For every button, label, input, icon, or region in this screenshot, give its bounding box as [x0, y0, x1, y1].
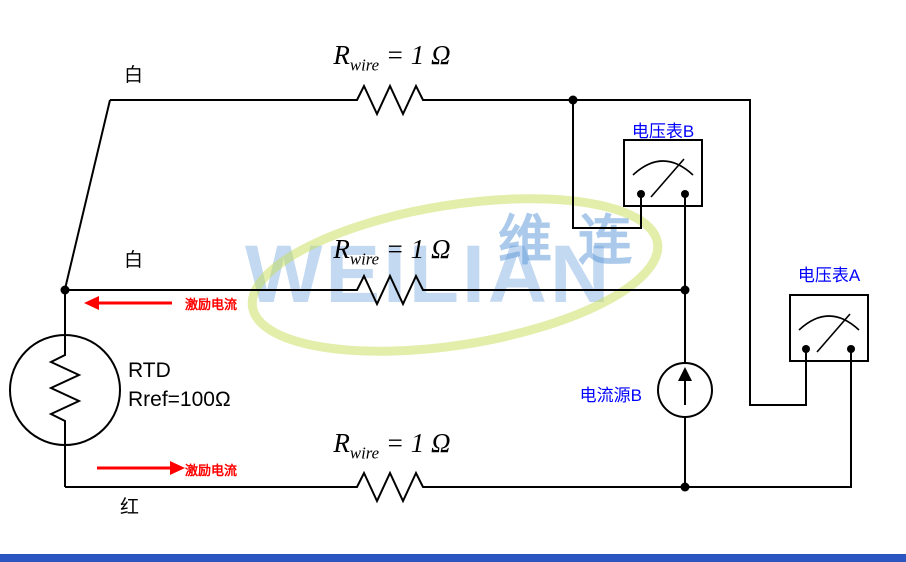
resistor-label-middle: Rwire = 1 Ω	[292, 234, 492, 269]
rtd-symbol	[9, 290, 121, 487]
resistor-subscript: wire	[349, 249, 380, 269]
voltmeter-a-box	[789, 294, 869, 362]
voltmeter-b-label: 电压表B	[631, 122, 695, 141]
voltmeter-a-scale-arc	[798, 315, 860, 331]
junction-dot-left	[60, 285, 70, 295]
current-source-circle	[657, 362, 713, 418]
excitation-current-label-bottom: 激励电流	[185, 463, 238, 478]
resistor-symbol: R	[333, 234, 350, 264]
voltmeter-b-box	[623, 139, 703, 207]
wire-bottom-with-resistor	[65, 352, 852, 504]
resistor-subscript: wire	[349, 55, 380, 75]
resistor-symbol: R	[333, 40, 350, 70]
junction-dot-top	[568, 95, 578, 105]
wire-label-top: 白	[124, 65, 144, 86]
voltmeter-b-symbol	[623, 139, 703, 207]
watermark-swoosh	[247, 194, 663, 356]
excitation-arrow-bottom-head	[170, 461, 185, 475]
bottom-border-bar	[0, 554, 906, 562]
voltmeter-b-scale-arc	[632, 160, 694, 176]
wire-middle-with-resistor	[65, 273, 685, 307]
excitation-arrows	[84, 296, 185, 475]
rtd-value: Rref=100Ω	[128, 388, 231, 412]
wire-label-middle: 白	[124, 250, 144, 271]
rtd-name: RTD	[128, 359, 171, 382]
junction-dot-bottom	[680, 482, 690, 492]
wire-label-bottom: 红	[120, 497, 140, 518]
resistor-symbol: R	[333, 428, 350, 458]
wire-top-with-resistor	[110, 83, 807, 406]
voltmeter-a-symbol	[789, 294, 869, 362]
resistor-label-bottom: Rwire = 1 Ω	[292, 428, 492, 463]
current-source-arrow-head	[678, 367, 692, 381]
resistor-label-top: Rwire = 1 Ω	[292, 40, 492, 75]
voltmeter-b-terminal-right	[681, 190, 689, 198]
current-source-b-label: 电流源B	[579, 386, 642, 405]
excitation-arrow-middle-head	[84, 296, 99, 310]
voltmeter-a-terminal-left	[802, 345, 810, 353]
voltmeter-a-label: 电压表A	[797, 266, 861, 285]
resistor-value: = 1 Ω	[379, 428, 451, 458]
junction-dot-middle	[680, 285, 690, 295]
resistor-subscript: wire	[349, 443, 380, 463]
voltmeter-b-needle	[650, 158, 685, 198]
voltmeter-a-terminal-right	[847, 345, 855, 353]
junction-dots	[60, 95, 690, 492]
current-source-symbol	[657, 362, 713, 418]
circuit-wires	[64, 83, 852, 504]
wire-top-diagonal	[64, 99, 111, 290]
excitation-current-label-middle: 激励电流	[185, 297, 238, 312]
resistor-value: = 1 Ω	[379, 234, 451, 264]
resistor-value: = 1 Ω	[379, 40, 451, 70]
voltmeter-a-needle	[816, 313, 851, 353]
rtd-label: RTD Rref=100Ω	[128, 356, 231, 415]
voltmeter-b-terminal-left	[637, 190, 645, 198]
wire-voltmeterB-left-branch	[572, 100, 642, 229]
rtd-internal-resistor	[48, 290, 82, 487]
